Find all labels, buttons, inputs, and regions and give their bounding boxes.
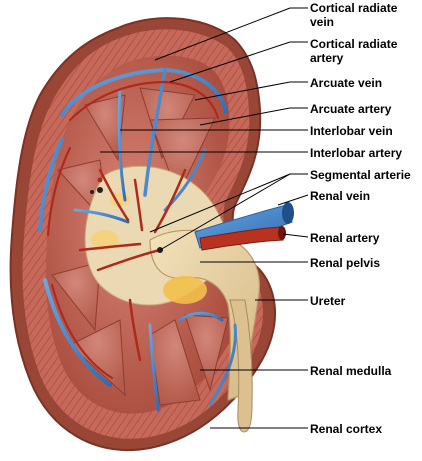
leader-lines — [100, 7, 309, 429]
label-interlobar-artery: Interlobar artery — [310, 146, 403, 160]
renal-vein-lumen — [282, 202, 294, 224]
label-cortical-radiate-vein: Cortical radiate vein — [310, 1, 398, 29]
renal-artery-vessel — [199, 226, 284, 251]
label-arcuate-vein: Arcuate vein — [310, 76, 383, 90]
label-renal-cortex: Renal cortex — [310, 422, 383, 436]
label-renal-medulla: Renal medulla — [310, 364, 392, 378]
artery-network — [46, 80, 220, 380]
label-arcuate-artery: Arcuate artery — [310, 102, 392, 116]
label-segmental-arterie: Segmental arterie — [310, 168, 411, 182]
vein-network — [38, 67, 237, 412]
label-renal-vein: Renal vein — [310, 189, 371, 203]
label-renal-artery: Renal artery — [310, 231, 380, 245]
label-renal-pelvis: Renal pelvis — [310, 256, 381, 270]
renal-artery-lumen — [278, 226, 286, 240]
label-interlobar-vein: Interlobar vein — [310, 124, 393, 138]
sinus-fat — [91, 193, 207, 304]
label-cortical-radiate-artery: Cortical radiate artery — [310, 37, 398, 65]
label-ureter: Ureter — [310, 294, 346, 308]
ureter-tube — [229, 299, 253, 433]
